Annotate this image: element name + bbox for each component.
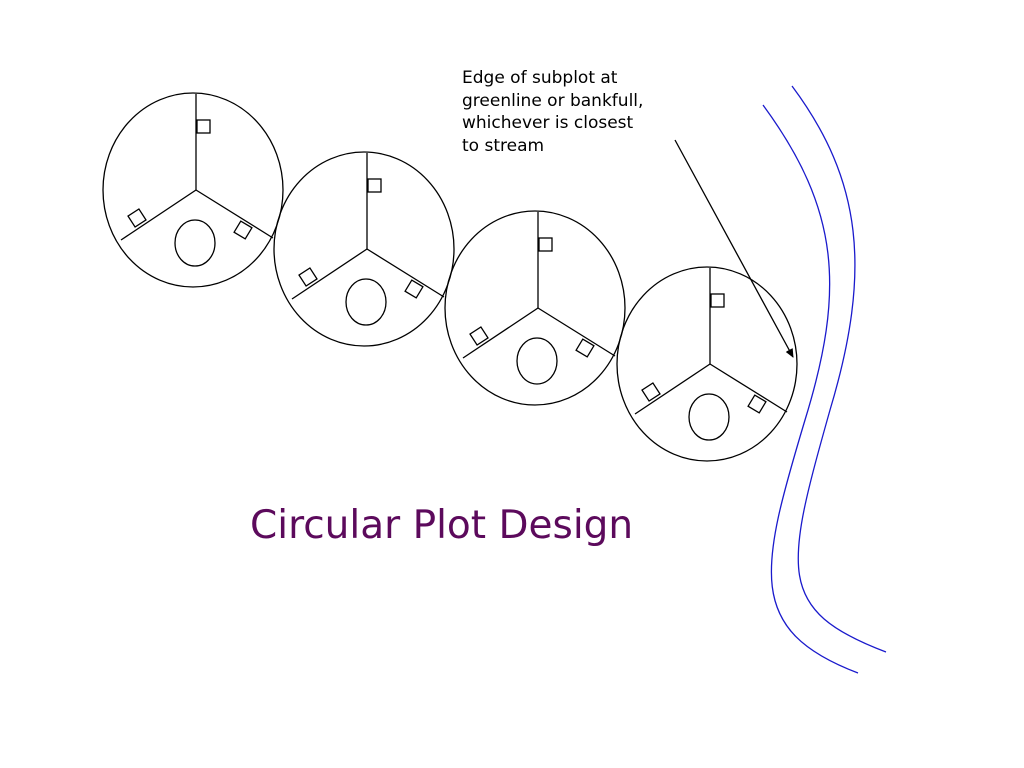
annotation-line: whichever is closest <box>462 113 634 133</box>
quadrat-frame <box>538 237 553 252</box>
quadrat-frame <box>641 382 661 402</box>
annotation-line: greenline or bankfull, <box>462 90 644 111</box>
plot-3 <box>444 210 626 406</box>
transect-line <box>537 307 616 357</box>
transect-line <box>195 189 274 239</box>
quadrat-frame <box>196 119 211 134</box>
stream-bank-left <box>762 104 859 674</box>
quadrat-frame <box>404 279 424 299</box>
quadrat-frame <box>747 394 767 414</box>
slide-title: Circular Plot Design <box>250 503 634 548</box>
quadrat-frame <box>469 326 489 346</box>
plot-boundary <box>444 210 626 406</box>
subplot-edge-annotation: Edge of subplot at greenline or bankfull… <box>462 67 712 157</box>
plot-boundary <box>102 92 284 288</box>
transect-line <box>462 307 539 359</box>
stream-bank-right <box>791 85 887 653</box>
annotation-line: Edge of subplot at <box>462 68 618 88</box>
quadrat-frame <box>233 220 253 240</box>
annotation-arrow <box>674 139 794 358</box>
plot-group <box>102 92 798 462</box>
center-subplot <box>345 278 387 326</box>
quadrat-frame <box>710 293 725 308</box>
center-subplot <box>516 337 558 385</box>
transect-line <box>120 189 197 241</box>
quadrat-frame <box>298 267 318 287</box>
plot-boundary <box>616 266 798 462</box>
quadrat-frame <box>575 338 595 358</box>
quadrat-frame <box>367 178 382 193</box>
quadrat-frame <box>127 208 147 228</box>
center-subplot <box>688 393 730 441</box>
transect-line <box>366 248 445 298</box>
plot-boundary <box>273 151 455 347</box>
plot-2 <box>273 151 455 347</box>
plot-1 <box>102 92 284 288</box>
annotation-line: to stream <box>462 135 545 156</box>
transect-line <box>634 363 711 415</box>
transect-line <box>291 248 368 300</box>
transect-line <box>709 363 788 413</box>
center-subplot <box>174 219 216 267</box>
plot-4 <box>616 266 798 462</box>
